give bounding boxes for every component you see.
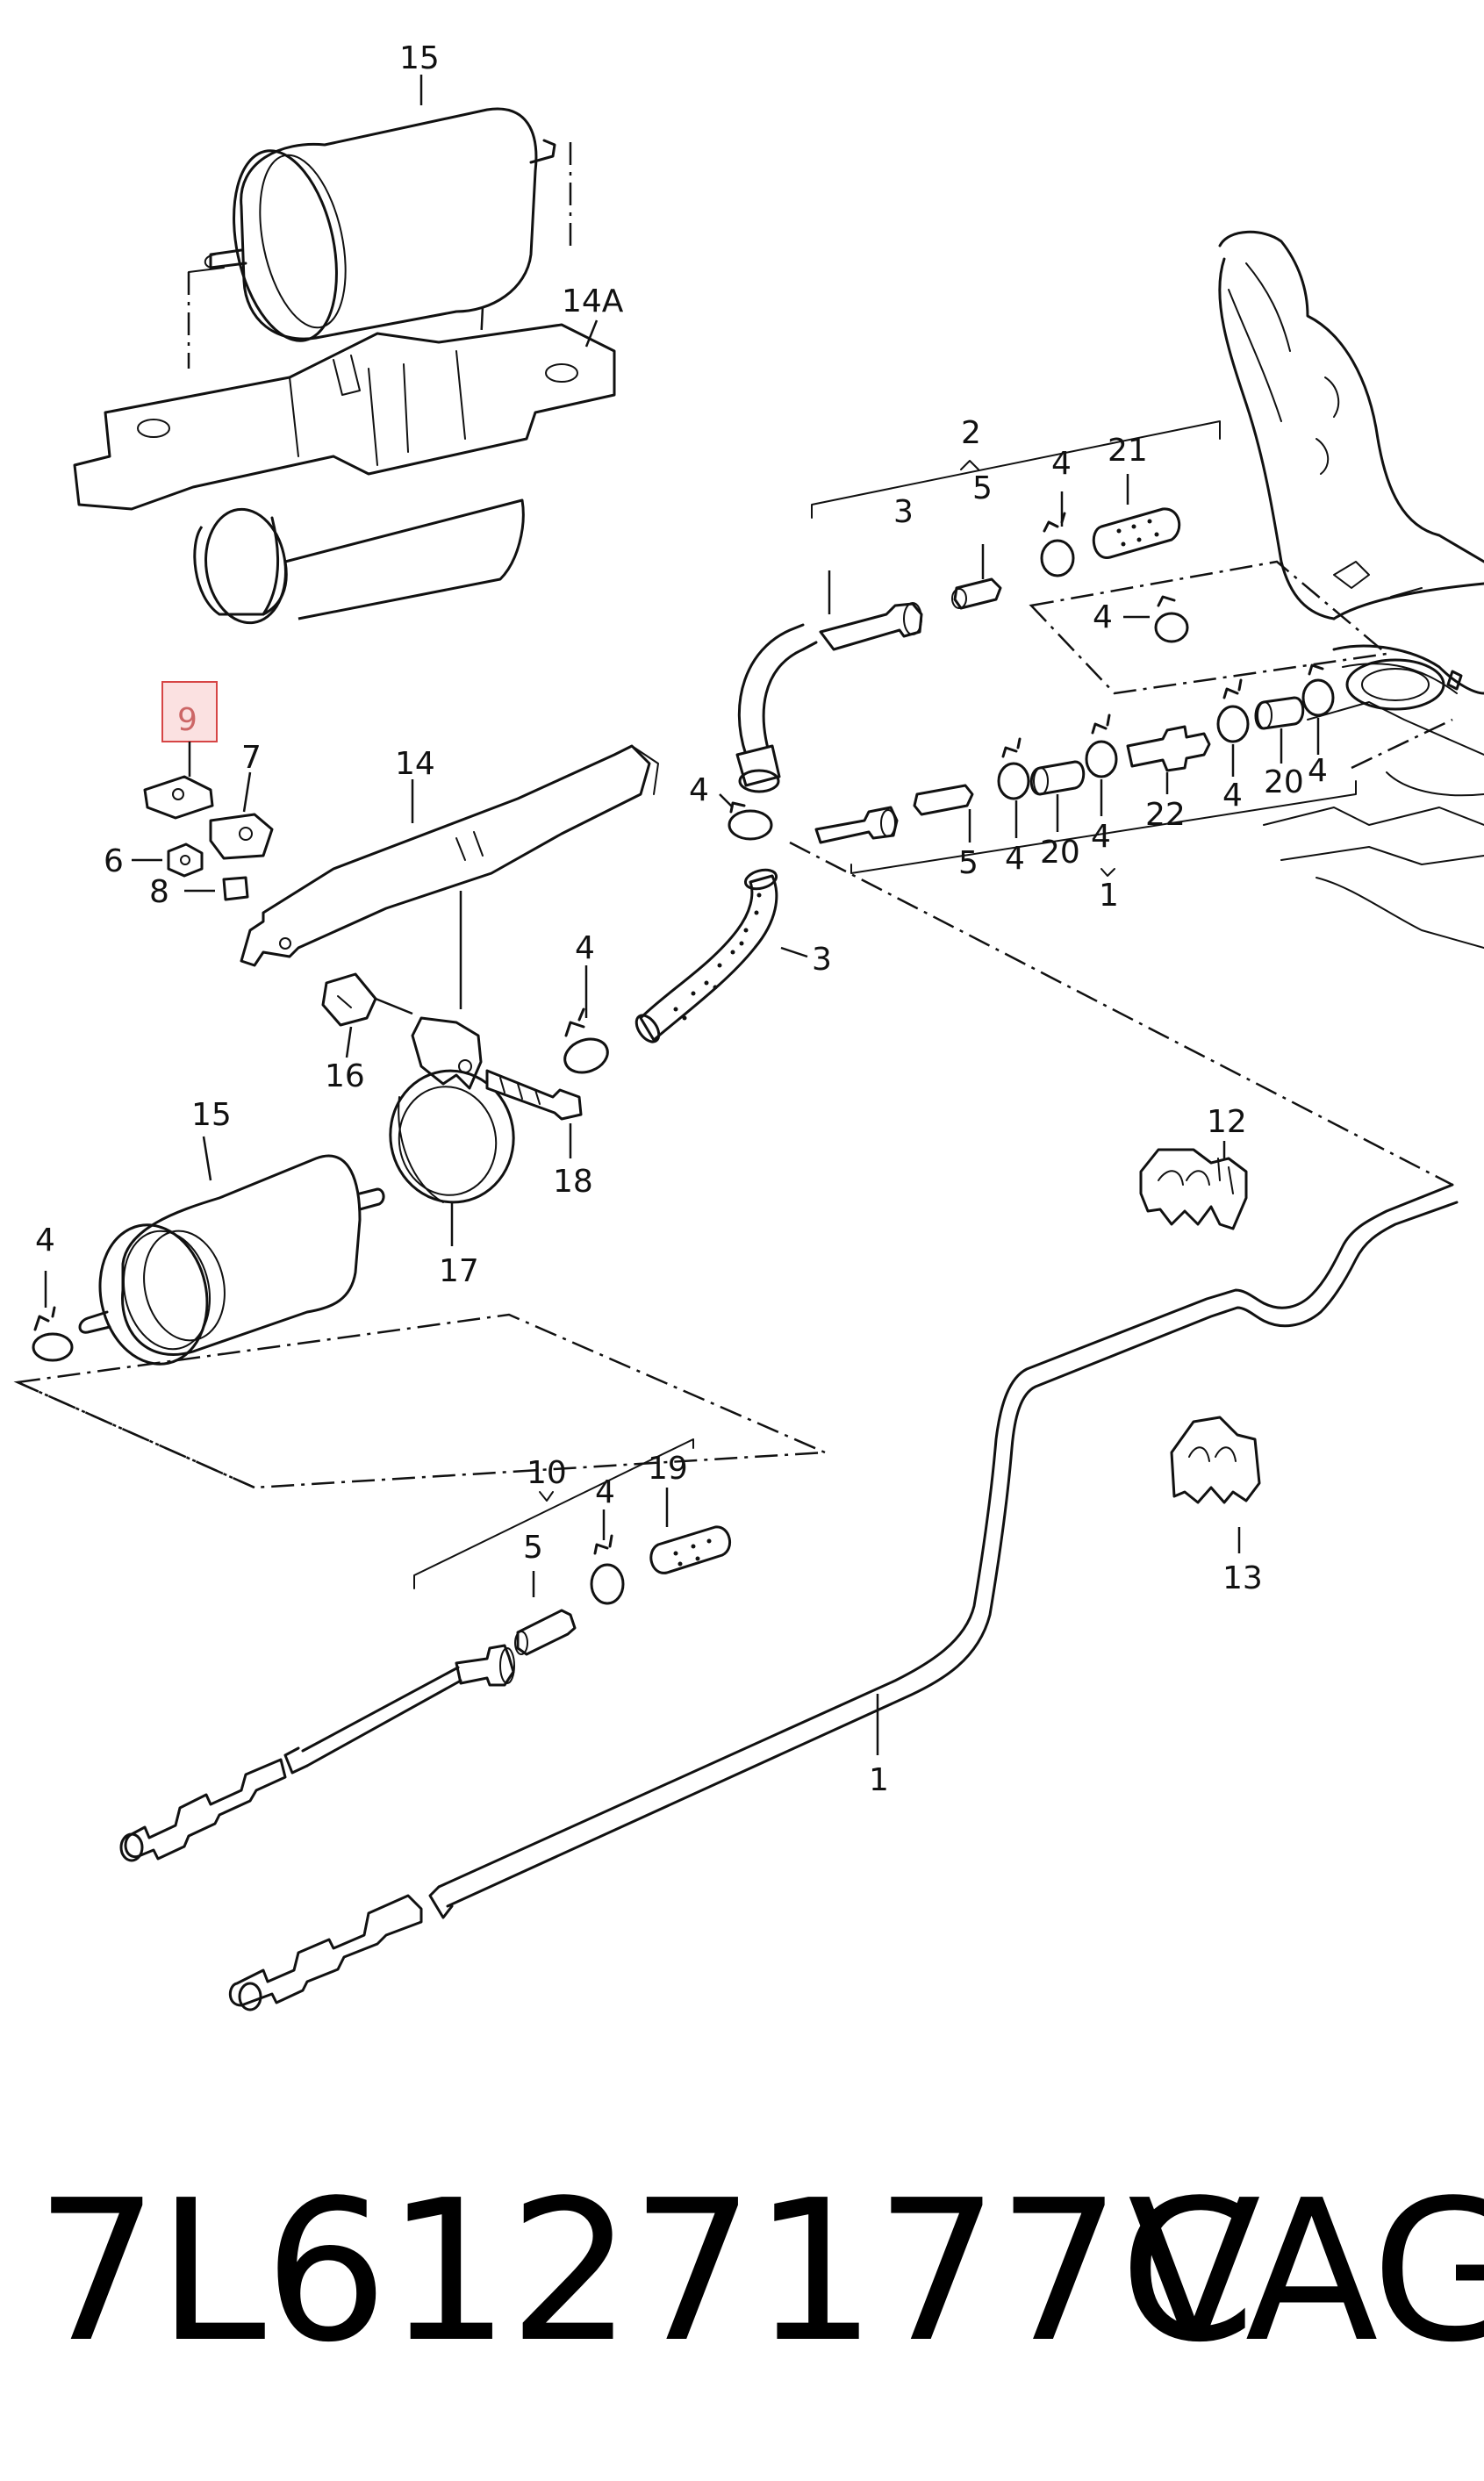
callout-5-group10[interactable]: 5 — [523, 1530, 543, 1566]
callout-3-group2[interactable]: 3 — [893, 494, 914, 530]
callout-20-b[interactable]: 20 — [1264, 764, 1304, 800]
highlight-box-9[interactable] — [161, 681, 218, 742]
callout-4-left[interactable]: 4 — [35, 1223, 55, 1258]
callout-13[interactable]: 13 — [1222, 1560, 1263, 1596]
callout-16[interactable]: 16 — [325, 1058, 365, 1094]
callout-15-lower[interactable]: 15 — [191, 1097, 232, 1133]
callout-21[interactable]: 21 — [1108, 433, 1148, 469]
clip-parts-group — [132, 681, 274, 901]
callout-10[interactable]: 10 — [527, 1455, 567, 1491]
callout-1-pipe[interactable]: 1 — [869, 1762, 889, 1798]
clip-13 — [1170, 1416, 1261, 1553]
callout-20-a[interactable]: 20 — [1040, 835, 1080, 871]
callout-8[interactable]: 8 — [149, 874, 169, 910]
callout-15-top[interactable]: 15 — [399, 40, 440, 76]
fuel-tank — [1218, 230, 1484, 949]
callout-12[interactable]: 12 — [1207, 1104, 1247, 1140]
callout-17[interactable]: 17 — [439, 1253, 479, 1289]
callout-18[interactable]: 18 — [553, 1164, 593, 1200]
callout-4-dash-zone[interactable]: 4 — [1093, 599, 1113, 635]
callout-4-group1-b[interactable]: 4 — [1091, 819, 1111, 855]
callout-3-hose[interactable]: 3 — [812, 942, 832, 978]
callout-4-group2[interactable]: 4 — [1051, 446, 1072, 482]
callout-14[interactable]: 14 — [395, 746, 435, 782]
part-16-pad — [321, 972, 413, 1058]
callout-labels: 15 14A 9 7 6 8 14 16 15 17 18 4 4 3 4 2 … — [35, 40, 1328, 1798]
callout-4-group1-d[interactable]: 4 — [1308, 753, 1328, 789]
group-1-connectors — [789, 663, 1453, 1187]
hose-3-upper — [719, 570, 923, 841]
bracket-14 — [240, 744, 659, 1009]
callout-5-group2[interactable]: 5 — [972, 470, 993, 506]
callout-1-group[interactable]: 1 — [1099, 878, 1119, 914]
group-2-frame — [811, 420, 1389, 695]
callout-9[interactable]: 9 — [177, 702, 197, 738]
brand-name: VAG — [1128, 2159, 1484, 2385]
clip-12 — [1139, 1141, 1248, 1230]
callout-6[interactable]: 6 — [104, 843, 124, 879]
callout-7[interactable]: 7 — [241, 740, 262, 776]
hose-3-left — [563, 868, 808, 1074]
part-number: 7L6127177C — [35, 2159, 1256, 2385]
callout-4-group10[interactable]: 4 — [595, 1474, 615, 1510]
clamp-17 — [389, 1016, 583, 1246]
callout-4-group1-c[interactable]: 4 — [1222, 778, 1243, 814]
callout-4-group1-a[interactable]: 4 — [1005, 841, 1025, 877]
callout-4-clamp-mid[interactable]: 4 — [575, 930, 595, 966]
callout-4-hose-end[interactable]: 4 — [689, 772, 709, 808]
filter-15-lower — [13, 1136, 826, 1489]
callout-5-group1[interactable]: 5 — [958, 845, 979, 881]
fuel-line-lower — [119, 1438, 732, 1862]
fuel-line-1 — [228, 1183, 1459, 2011]
callout-19[interactable]: 19 — [648, 1451, 688, 1487]
callout-14A[interactable]: 14A — [562, 283, 624, 319]
callout-22[interactable]: 22 — [1145, 797, 1186, 833]
callout-2[interactable]: 2 — [961, 415, 981, 451]
top-filter-assembly — [73, 75, 616, 625]
